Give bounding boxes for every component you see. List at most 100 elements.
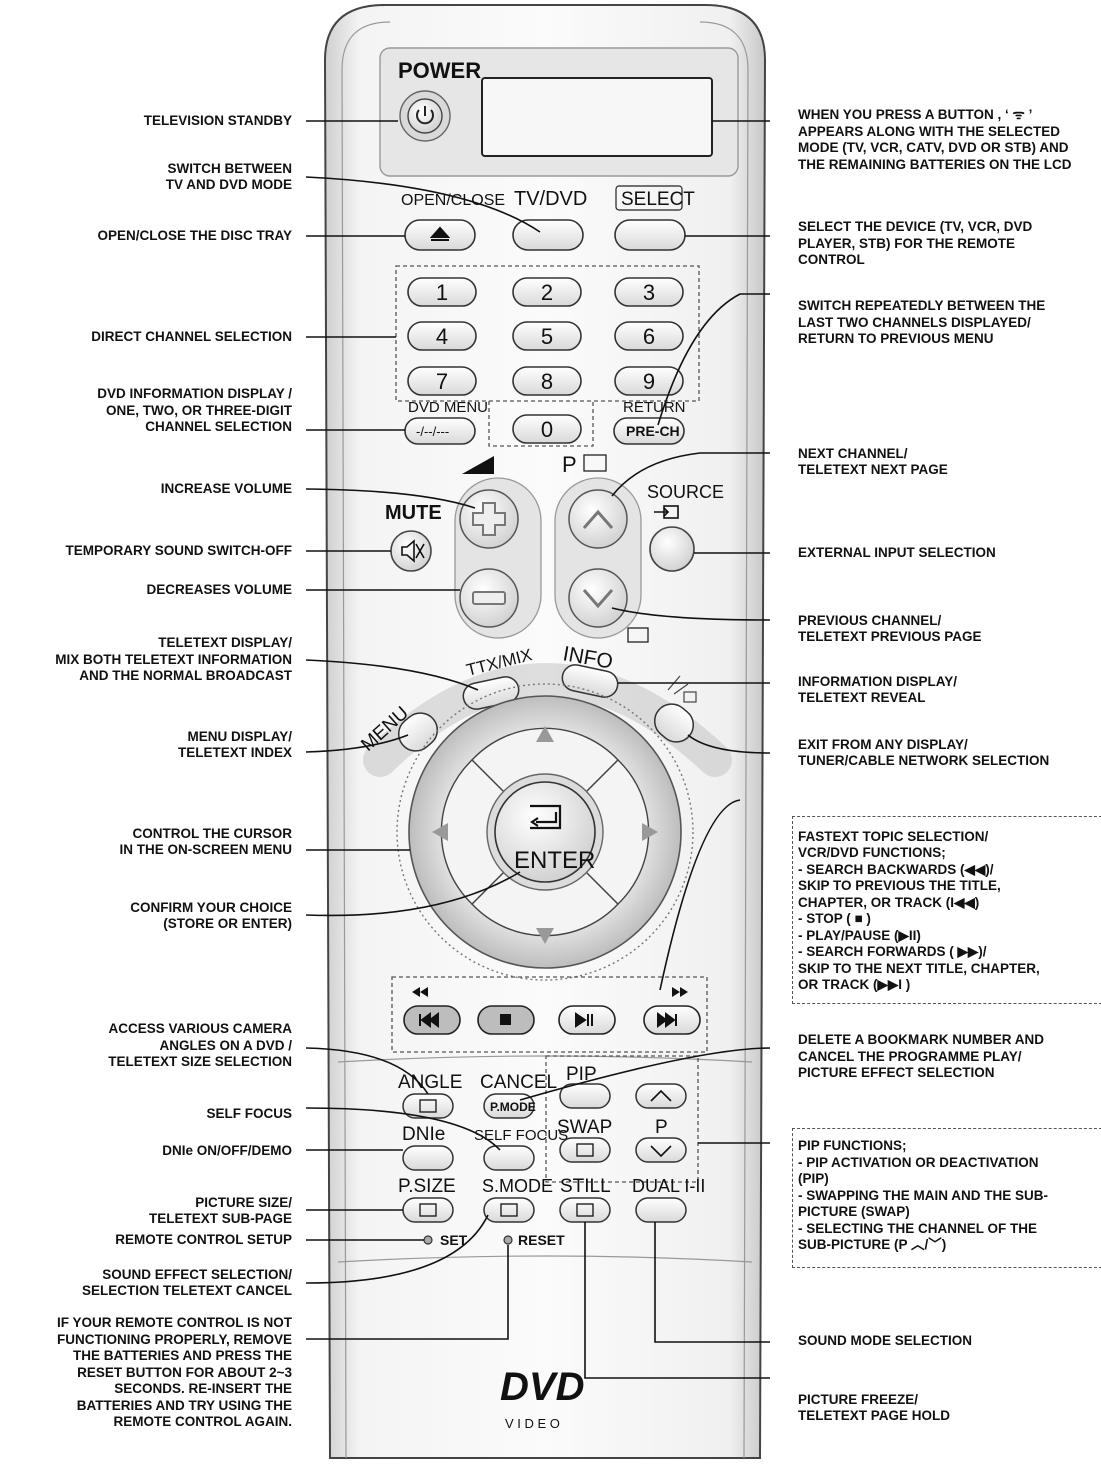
leader-exit	[687, 734, 771, 754]
callout-left-2: SWITCH BETWEEN TV AND DVD MODE	[165, 160, 292, 193]
pre-ch-label: PRE-CH	[626, 423, 680, 439]
source-button[interactable]	[649, 526, 695, 572]
select-label: SELECT	[621, 189, 695, 210]
eject-icon	[429, 226, 451, 241]
number-key-button[interactable]	[512, 277, 582, 307]
number-key-label: 1	[436, 280, 448, 305]
pip-label: PIP	[566, 1064, 597, 1085]
angle-icon	[419, 1099, 437, 1113]
leader-enter	[305, 871, 521, 917]
number-key-label: 6	[643, 324, 655, 349]
number-key-label: 5	[541, 324, 553, 349]
mute-icon	[401, 539, 425, 563]
transport-dashed-box	[391, 976, 708, 1053]
channel-p-label: P	[562, 452, 577, 477]
remote-side-strip-left	[341, 21, 391, 1459]
dual-button[interactable]	[635, 1197, 687, 1223]
leader-ch-up	[611, 452, 770, 497]
still-label: STILL	[560, 1176, 611, 1197]
channel-up-button[interactable]	[568, 489, 628, 549]
callout-left-7: TEMPORARY SOUND SWITCH-OFF	[65, 542, 293, 558]
arrow-up-icon	[536, 726, 554, 742]
callout-left-9: TELETEXT DISPLAY/ MIX BOTH TELETEXT INFO…	[55, 635, 292, 684]
enter-button[interactable]	[494, 781, 596, 883]
smode-button[interactable]	[483, 1197, 535, 1223]
callout-right-11: PIP FUNCTIONS; - PIP ACTIVATION OR DEACT…	[798, 1138, 1049, 1253]
self-focus-button[interactable]	[483, 1145, 535, 1171]
callout-left-3: OPEN/CLOSE THE DISC TRAY	[97, 227, 292, 243]
pip-button[interactable]	[559, 1083, 611, 1109]
dvd-menu-button[interactable]	[404, 417, 476, 445]
callout-left-1: TELEVISION STANDBY	[143, 112, 292, 128]
reset-button[interactable]	[503, 1235, 513, 1245]
pre-ch-button[interactable]	[613, 417, 685, 445]
callout-left-8: DECREASES VOLUME	[146, 581, 292, 597]
leader-fastext	[659, 799, 741, 991]
stop-icon	[500, 1014, 511, 1025]
set-label: SET	[440, 1232, 468, 1248]
callout-left-14: SELF FOCUS	[206, 1105, 292, 1121]
arrow-right-icon	[642, 823, 658, 841]
number-key-label: 8	[541, 369, 553, 394]
cancel-label: CANCEL	[480, 1072, 557, 1093]
mute-label: MUTE	[385, 502, 442, 524]
leader-menu	[305, 734, 409, 753]
callout-right-1: WHEN YOU PRESS A BUTTON , ‘ ᯤ ’ APPEARS …	[798, 107, 1072, 172]
enter-icon	[530, 804, 562, 830]
tv-dvd-button[interactable]	[512, 219, 584, 251]
leader-delete-bookmark	[519, 1047, 771, 1101]
callout-right-13: PICTURE FREEZE/ TELETEXT PAGE HOLD	[798, 1391, 951, 1424]
number-key-label: 3	[643, 280, 655, 305]
callout-left-6: INCREASE VOLUME	[160, 480, 292, 496]
callout-left-10: MENU DISPLAY/ TELETEXT INDEX	[177, 728, 292, 761]
psize-label: P.SIZE	[398, 1176, 456, 1197]
source-icon	[654, 505, 679, 519]
callout-right-7: INFORMATION DISPLAY/ TELETEXT REVEAL	[798, 673, 958, 706]
swap-button[interactable]	[559, 1137, 611, 1163]
callout-right-2: SELECT THE DEVICE (TV, VCR, DVD PLAYER, …	[798, 219, 1033, 268]
number-key-button[interactable]	[407, 277, 477, 307]
callout-left-13: ACCESS VARIOUS CAMERA ANGLES ON A DVD / …	[108, 1021, 292, 1070]
callout-right-12: SOUND MODE SELECTION	[798, 1332, 973, 1348]
pip-down-button[interactable]	[635, 1137, 687, 1163]
pmode-label: P.MODE	[490, 1100, 536, 1114]
number-key-button[interactable]	[407, 366, 477, 396]
pip-dashed-box	[545, 1055, 699, 1183]
lcd-screen	[481, 77, 713, 157]
callout-left-12: CONFIRM YOUR CHOICE (STORE OR ENTER)	[130, 899, 292, 932]
number-key-button[interactable]	[614, 277, 684, 307]
pip-up-button[interactable]	[635, 1083, 687, 1109]
number-key-button[interactable]	[512, 414, 582, 444]
teletext-prev-icon	[627, 627, 649, 643]
number-key-button[interactable]	[614, 321, 684, 351]
number-key-button[interactable]	[512, 366, 582, 396]
keypad-dashed-box	[395, 265, 700, 402]
video-logo-text: V I D E O	[505, 1416, 560, 1431]
pip-down-icon	[650, 1145, 672, 1158]
pip-p-label: P	[655, 1117, 668, 1138]
dnie-button[interactable]	[402, 1145, 454, 1171]
number-key-label: 9	[643, 369, 655, 394]
info-button[interactable]	[560, 662, 620, 699]
number-key-label: 4	[436, 324, 448, 349]
number-key-button[interactable]	[512, 321, 582, 351]
dvd-menu-label: DVD MENU	[408, 399, 488, 416]
number-key-button[interactable]	[614, 366, 684, 396]
select-label-box	[615, 185, 683, 211]
callout-right-10: DELETE A BOOKMARK NUMBER AND CANCEL THE …	[798, 1032, 1044, 1081]
fastext-dashed-box	[792, 816, 1101, 1004]
channel-down-button[interactable]	[568, 568, 628, 628]
number-key-button[interactable]	[407, 321, 477, 351]
chevron-up-icon	[582, 509, 614, 529]
leader-reset	[306, 1245, 509, 1340]
leader-still	[584, 1222, 770, 1379]
power-label: POWER	[398, 58, 481, 83]
callout-right-8: EXIT FROM ANY DISPLAY/ TUNER/CABLE NETWO…	[798, 736, 1050, 769]
tv-dvd-label: TV/DVD	[514, 188, 587, 210]
select-button[interactable]	[614, 219, 686, 251]
lower-panel-line	[337, 1055, 753, 1063]
leader-vol-up	[305, 488, 476, 509]
skip-back-icon	[419, 1012, 439, 1028]
remote-side-strip-right	[699, 21, 749, 1459]
